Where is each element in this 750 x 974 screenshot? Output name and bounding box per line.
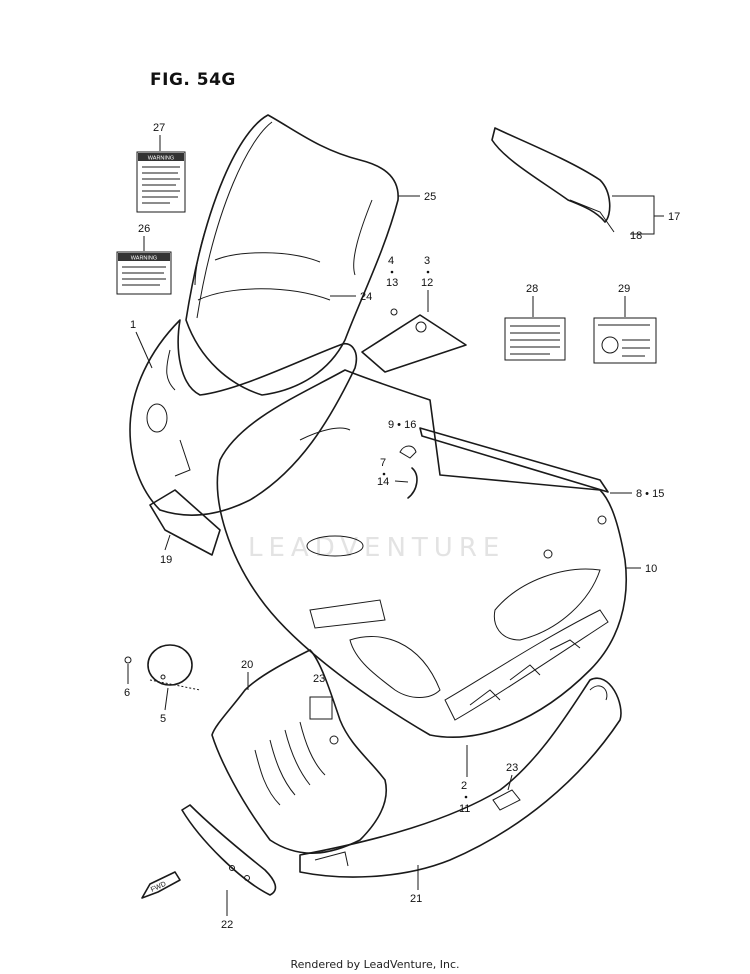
part-27-label-header: WARNING xyxy=(148,156,174,162)
callout-13: 13 xyxy=(386,277,398,289)
callout-23-left: 23 xyxy=(313,673,325,685)
callout-21: 21 xyxy=(410,893,422,905)
fwd-direction-arrow: FWD xyxy=(141,871,181,899)
part-3-bracket[interactable] xyxy=(361,314,467,373)
part-8-trim-strip[interactable] xyxy=(419,427,609,493)
part-13-screw[interactable] xyxy=(390,308,398,316)
part-6-screw[interactable] xyxy=(124,656,132,664)
callout-25: 25 xyxy=(424,191,436,203)
part-10-side-cowling[interactable] xyxy=(216,369,628,745)
callout-8-15: 8 • 15 xyxy=(636,488,664,500)
callout-7: 7 xyxy=(380,457,386,469)
part-26-warning-label[interactable]: WARNING xyxy=(116,251,172,295)
part-2-decal[interactable] xyxy=(444,609,609,721)
part-29-info-label[interactable] xyxy=(593,317,657,364)
callout-4: 4 xyxy=(388,255,394,267)
part-26-label-header: WARNING xyxy=(131,256,157,262)
part-24-windscreen[interactable] xyxy=(185,114,399,396)
callout-24: 24 xyxy=(360,291,372,303)
part-5-cover-cap[interactable] xyxy=(147,644,193,686)
part-22-side-panel[interactable] xyxy=(181,804,277,896)
part-27-warning-label[interactable]: WARNING xyxy=(136,151,186,213)
callout-27: 27 xyxy=(153,122,165,134)
callout-26: 26 xyxy=(138,223,150,235)
part-23-pad-right[interactable] xyxy=(492,789,521,811)
part-28-info-label[interactable] xyxy=(504,317,566,361)
callout-29: 29 xyxy=(618,283,630,295)
part-19-duct[interactable] xyxy=(149,489,221,556)
callout-2: 2 xyxy=(461,780,467,792)
part-9-grommet[interactable] xyxy=(399,445,417,459)
callout-18: 18 xyxy=(630,230,642,242)
part-1-upper-cowling[interactable] xyxy=(129,319,358,516)
callout-10: 10 xyxy=(645,563,657,575)
part-20-lower-inner-panel[interactable] xyxy=(211,649,387,854)
callout-23-right: 23 xyxy=(506,762,518,774)
callout-9-16: 9 • 16 xyxy=(388,419,416,431)
footer-credit: Rendered by LeadVenture, Inc. xyxy=(290,958,460,971)
watermark-text: LEADVENTURE xyxy=(248,533,505,563)
callout-14: 14 xyxy=(377,476,389,488)
callout-20: 20 xyxy=(241,659,253,671)
callout-17: 17 xyxy=(668,211,680,223)
figure-title: FIG. 54G xyxy=(150,70,236,90)
callout-22: 22 xyxy=(221,919,233,931)
callout-6: 6 xyxy=(124,687,130,699)
callout-5: 5 xyxy=(160,713,166,725)
part-23-pad-left[interactable] xyxy=(309,696,333,720)
callout-11: 11 xyxy=(459,803,470,815)
part-17-side-bracket[interactable] xyxy=(491,127,615,233)
callout-12: 12 xyxy=(421,277,433,289)
callout-1: 1 xyxy=(130,319,136,331)
part-7-fastener-clip[interactable] xyxy=(407,467,418,499)
callout-3: 3 xyxy=(424,255,430,267)
callout-28: 28 xyxy=(526,283,538,295)
callout-19: 19 xyxy=(160,554,172,566)
part-21-under-cowling[interactable] xyxy=(299,677,622,878)
